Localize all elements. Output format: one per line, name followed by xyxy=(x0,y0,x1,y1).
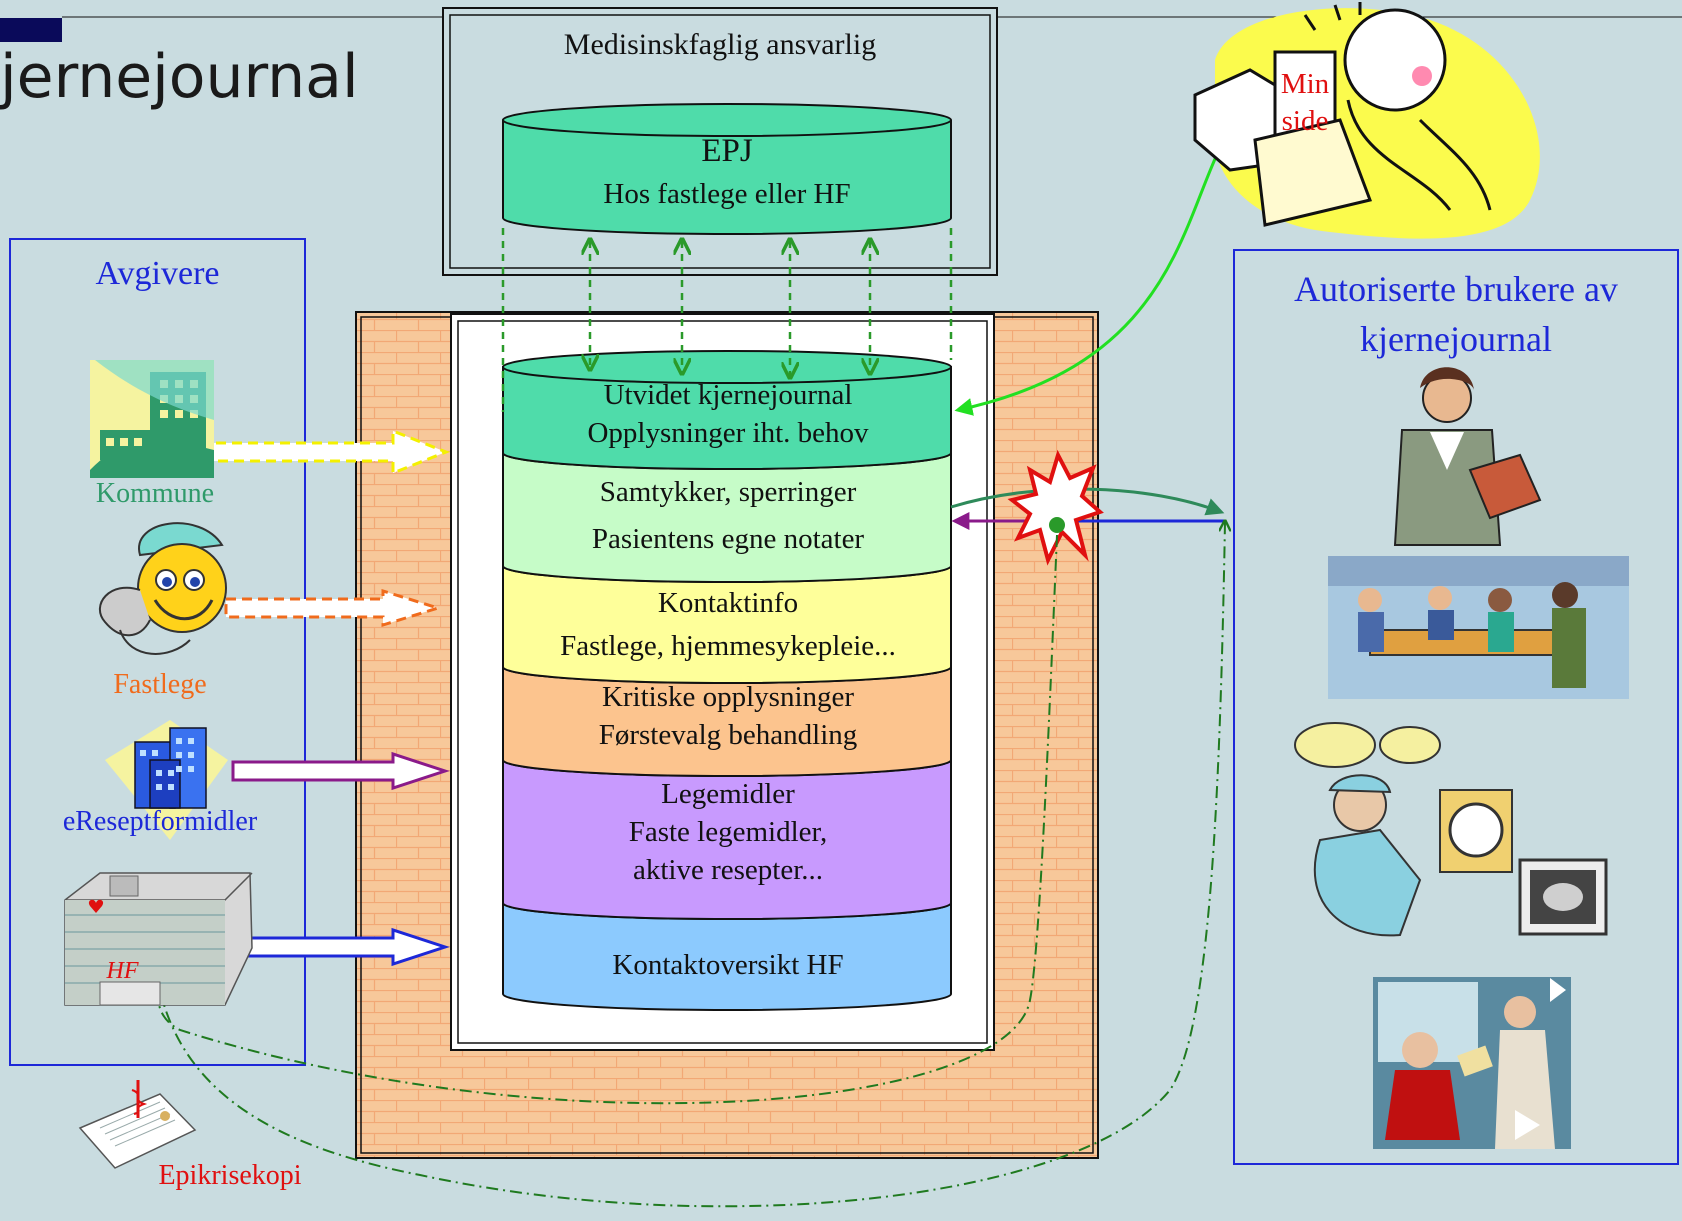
layer-utvidet-line2: Opplysninger iht. behov xyxy=(587,417,869,449)
doctor-smiley-icon xyxy=(99,522,227,655)
right-panel xyxy=(1233,249,1679,1165)
patient-computer-icon xyxy=(1193,2,1540,239)
hospital-icon xyxy=(64,872,253,1006)
layer-utvidet xyxy=(502,366,952,470)
epj-subtitle: Hos fastlege eller HF xyxy=(603,178,851,210)
left-panel xyxy=(9,238,306,1066)
radiology-technician-icon xyxy=(1294,722,1608,937)
avgivere-heading: Avgivere xyxy=(95,255,220,292)
corner-mark xyxy=(0,18,62,42)
ereseptformidler-building-icon xyxy=(105,720,228,840)
hf-label: HF xyxy=(106,958,139,984)
arrow-ereseptformidler xyxy=(231,751,450,791)
route-epikrise-right xyxy=(158,534,1058,1105)
autoriserte-heading-line1: Autoriserte brukere av xyxy=(1294,269,1618,309)
epj-title: EPJ xyxy=(701,133,753,169)
route-epikrise-bottom xyxy=(154,522,1225,1208)
female-doctor-icon xyxy=(1393,367,1542,546)
layer-kritiske-line1: Kritiske opplysninger xyxy=(601,681,855,713)
fastlege-label: Fastlege xyxy=(113,669,207,700)
layer-utvidet-line1: Utvidet kjernejournal xyxy=(603,379,853,411)
arrow-kommune xyxy=(198,428,451,476)
arrow-teal-arc xyxy=(950,487,1225,516)
kommune-label: Kommune xyxy=(95,478,215,509)
min-side-line2: side xyxy=(1281,105,1329,137)
layer-kontaktinfo-line2: Fastlege, hjemmesykepleie... xyxy=(560,630,896,662)
autoriserte-heading-line2: kjernejournal xyxy=(1360,319,1552,359)
epikrisekopi-label: Epikrisekopi xyxy=(158,1160,302,1191)
page-title: jernejournal xyxy=(0,42,359,112)
min-side-line1: Min xyxy=(1280,68,1330,100)
explosion-icon xyxy=(1007,449,1104,566)
layer-samtykker-line1: Samtykker, sperringer xyxy=(599,476,857,508)
epj-links xyxy=(501,228,953,412)
emergency-team-icon xyxy=(1328,556,1629,699)
layer-kontaktinfo-line1: Kontaktinfo xyxy=(657,587,799,619)
nurse-patient-icon xyxy=(1373,977,1571,1149)
layer-kontaktoversikt-line1: Kontaktoversikt HF xyxy=(612,949,844,981)
junction-dot xyxy=(1049,517,1065,533)
medisinskfaglig-heading: Medisinskfaglig ansvarlig xyxy=(563,28,877,61)
ereseptformidler-label: eReseptformidler xyxy=(62,806,258,837)
layer-samtykker-line2: Pasientens egne notater xyxy=(591,523,865,555)
kjernejournal-cylinder xyxy=(502,350,952,1011)
layer-legemidler-line1: Legemidler xyxy=(661,778,795,810)
arrow-hf xyxy=(236,927,450,967)
layer-kritiske-line2: Førstevalg behandling xyxy=(598,719,858,751)
layer-legemidler-line2: Faste legemidler, xyxy=(628,816,828,848)
epj-cylinder xyxy=(502,103,952,235)
layer-kontaktinfo xyxy=(502,565,952,684)
kommune-building-icon xyxy=(90,360,214,478)
arrow-fastlege xyxy=(224,588,444,628)
layer-samtykker xyxy=(502,452,952,583)
layer-legemidler-line3: aktive resepter... xyxy=(632,854,824,886)
epikrise-document-icon xyxy=(78,1080,197,1169)
